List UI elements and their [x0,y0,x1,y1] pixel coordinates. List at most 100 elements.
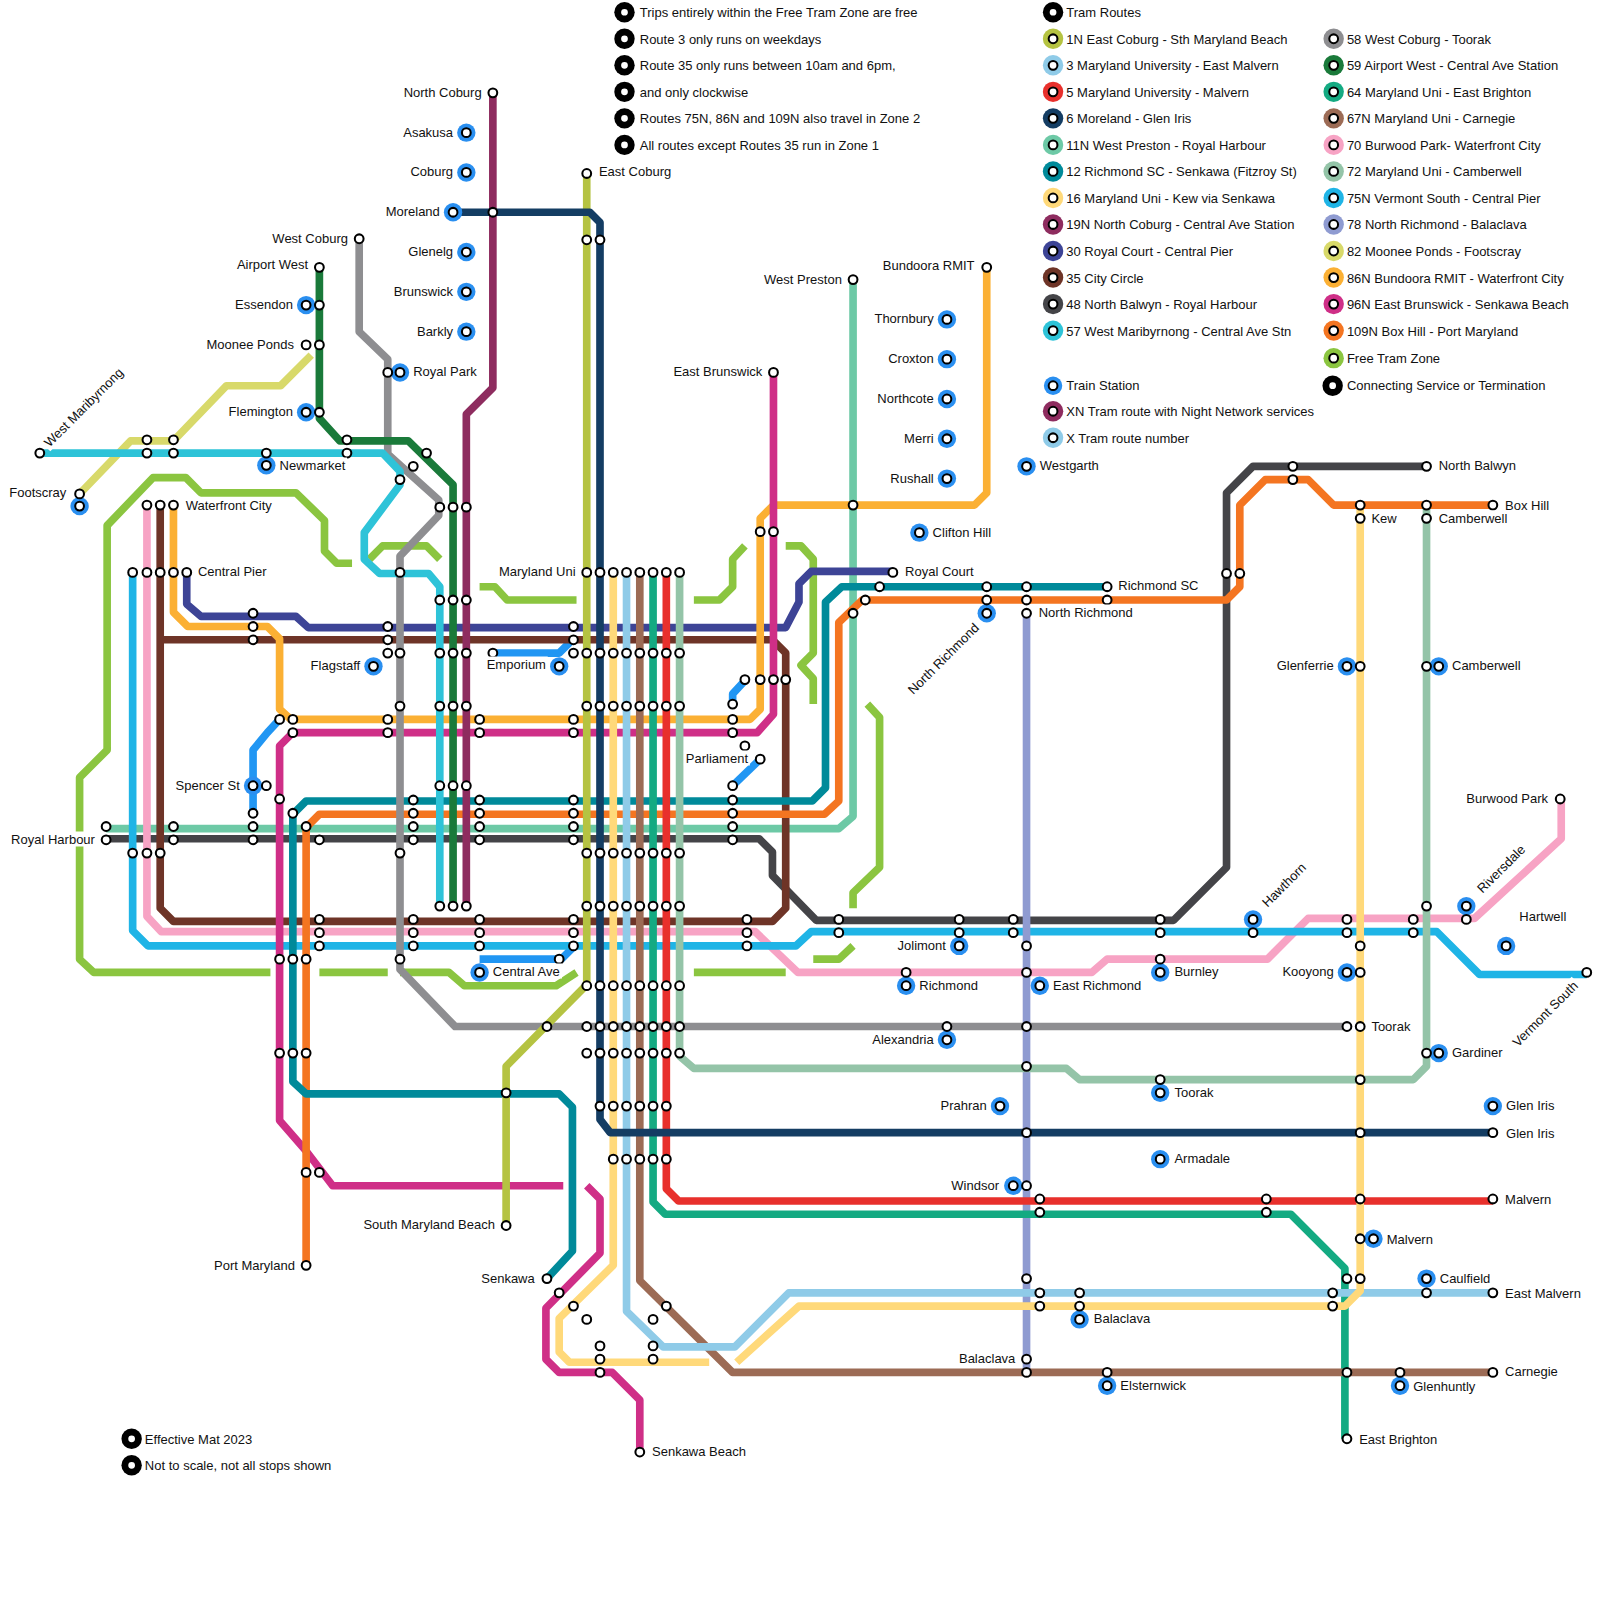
train-station-ring [470,963,488,981]
tram-stop [728,781,737,790]
tram-stop [1035,1195,1044,1204]
tram-stop [156,849,165,858]
train-station-ring [991,1097,1009,1115]
tram-stop [943,1022,952,1031]
tram-stop [596,649,605,658]
legend-symbol-dot [1329,141,1338,150]
legend-swatch [1323,161,1343,181]
train-station-ring [938,350,956,368]
map-label: Westgarth [1038,458,1101,473]
black-marker [614,135,634,155]
tram-stop [1103,1381,1112,1390]
tram-stop [302,1049,311,1058]
tram-stop [1022,968,1031,977]
tram-line [133,572,1587,974]
map-label: East Coburg [597,164,673,179]
tram-stop [475,809,484,818]
train-station-ring [1391,1377,1409,1395]
tram-stop [409,835,418,844]
tram-stop [396,649,405,658]
tram-stop [1343,928,1352,937]
tram-stop [1156,915,1165,924]
tram-stop [1075,1315,1084,1324]
legend-swatch [1043,135,1063,155]
legend-symbol-dot [1049,194,1058,203]
train-station-ring [978,604,996,622]
tram-stop [315,942,324,951]
tram-stop [143,501,152,510]
tram-stop [596,1368,605,1377]
tram-stop [649,902,658,911]
tram-stop [409,928,418,937]
tram-stop [596,849,605,858]
tram-stop [1022,1022,1031,1031]
legend-swatch [1323,320,1343,340]
tram-stop [1488,1288,1497,1297]
map-label: Royal Harbour [9,831,97,846]
tram-stop [675,1022,684,1031]
legend-swatches [1043,29,1344,448]
map-label: Kooyong [1280,964,1335,979]
legend-swatch [1323,55,1343,75]
tram-stop [649,1102,658,1111]
tram-stop [302,341,311,350]
map-label: East Brunswick [671,364,764,379]
tram-stop [288,1049,297,1058]
tram-stop [596,568,605,577]
tram-stop [769,675,778,684]
map-label: Asakusa [401,124,455,139]
black-marker [121,1429,141,1449]
train-station-ring [1151,1084,1169,1102]
tram-line [453,212,1493,1132]
map-label: Burnley [1172,964,1220,979]
legend-swatch [1323,241,1343,261]
tram-stop [1328,1288,1337,1297]
tram-line [106,280,853,829]
tram-stop [635,1102,644,1111]
train-station-ring [257,456,275,474]
tram-stop [1434,1049,1443,1058]
legend-text: 86N Bundoora RMIT - Waterfront City [1345,270,1566,285]
tram-stop [1022,596,1031,605]
tram-stop [315,928,324,937]
tram-stop [435,596,444,605]
tram-stop [620,141,629,150]
tram-stop [396,849,405,858]
tram-stop [275,955,284,964]
tram-stop [1343,1274,1352,1283]
map-label: Royal Court [903,564,976,579]
legend-swatch [1323,348,1343,368]
tram-stop [834,928,843,937]
legend-swatch [1043,108,1063,128]
tram-stop [675,902,684,911]
tram-stop [620,8,629,17]
map-label: West Coburg [270,230,350,245]
map-label: Balaclava [1092,1311,1152,1326]
black-marker [614,2,634,22]
tram-stop [609,902,618,911]
train-station-ring [1098,1377,1116,1395]
map-label: Senkawa [479,1270,536,1285]
tram-stop [169,501,178,510]
tram-stop [315,1168,324,1177]
tram-stop [728,700,737,709]
tram-stop [435,649,444,658]
tram-stop [383,715,392,724]
tram-stop [275,795,284,804]
tram-stop [582,649,591,658]
tram-stop [249,822,258,831]
map-label: Tram Routes [1064,5,1143,20]
legend-symbol-dot [1049,220,1058,229]
tram-stop [1488,1102,1497,1111]
map-label: Glenhuntly [1411,1378,1477,1393]
tram-stop [475,942,484,951]
tram-stop [1356,662,1365,671]
tram-stop [996,1102,1005,1111]
tram-stop [102,835,111,844]
legend-text: 70 Burwood Park- Waterfront City [1345,137,1543,152]
tram-stop [635,568,644,577]
legend-text: 82 Moonee Ponds - Footscray [1345,244,1523,259]
tram-stop [475,968,484,977]
train-station-ring [1151,963,1169,981]
tram-stop [596,981,605,990]
